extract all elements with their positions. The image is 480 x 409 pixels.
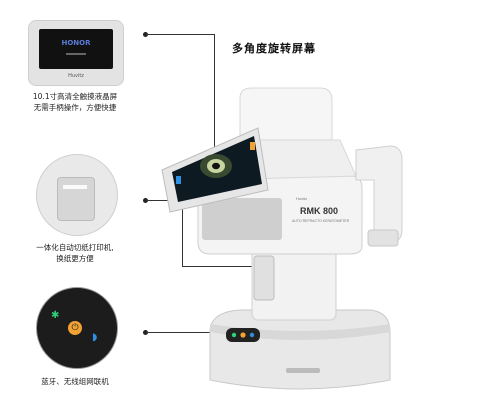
- wifi-icon: ◗: [92, 332, 98, 343]
- feature-control-thumbnail: ✱ ⏻ ◗: [36, 287, 118, 369]
- printer-paper: [63, 185, 87, 189]
- screen-dots: [66, 53, 86, 55]
- device-hood: [239, 87, 333, 141]
- connector-dot-1: [143, 32, 148, 37]
- svg-text:Huvitz: Huvitz: [296, 196, 307, 201]
- connector-dot-3: [143, 330, 148, 335]
- chin-rest-arm: [355, 145, 403, 243]
- svg-text:AUTO REFRACTO KERATOMETER: AUTO REFRACTO KERATOMETER: [292, 219, 350, 223]
- connector-dot-2: [143, 198, 148, 203]
- feature-screen-caption: 10.1寸高清全触摸液晶屏 无需手柄操作，方便快捷: [32, 92, 118, 112]
- feature-printer-thumbnail: [36, 154, 118, 236]
- brand-small: Huvitz: [68, 73, 84, 79]
- model-label: RMK 800: [300, 206, 338, 216]
- head-dark-band: [202, 198, 282, 240]
- connector-line-1v: [214, 34, 215, 154]
- connector-line-1h: [146, 34, 214, 35]
- headline: 多角度旋转屏幕: [232, 42, 316, 55]
- connector-line-2h2: [182, 266, 254, 267]
- power-icon: ⏻: [68, 321, 82, 335]
- feature-screen-thumbnail: HONOR Huvitz: [28, 20, 124, 86]
- connector-line-2v: [182, 200, 183, 266]
- feature-printer-caption: 一体化自动切纸打印机, 换纸更方便: [36, 243, 114, 263]
- feature-control-caption: 蓝牙、无线组网联机: [41, 377, 109, 386]
- screen-logo: HONOR: [61, 39, 91, 47]
- device-illustration: RMK 800 AUTO REFRACTO KERATOMETER Huvitz: [161, 87, 403, 390]
- device-base: [209, 309, 391, 390]
- connector-line-2h: [146, 200, 182, 201]
- connector-line-3h: [146, 332, 234, 333]
- tablet-screen: HONOR: [39, 29, 113, 69]
- printer-slot-main: [253, 255, 275, 301]
- printer-slot: [57, 177, 95, 221]
- bluetooth-icon: ✱: [51, 310, 60, 321]
